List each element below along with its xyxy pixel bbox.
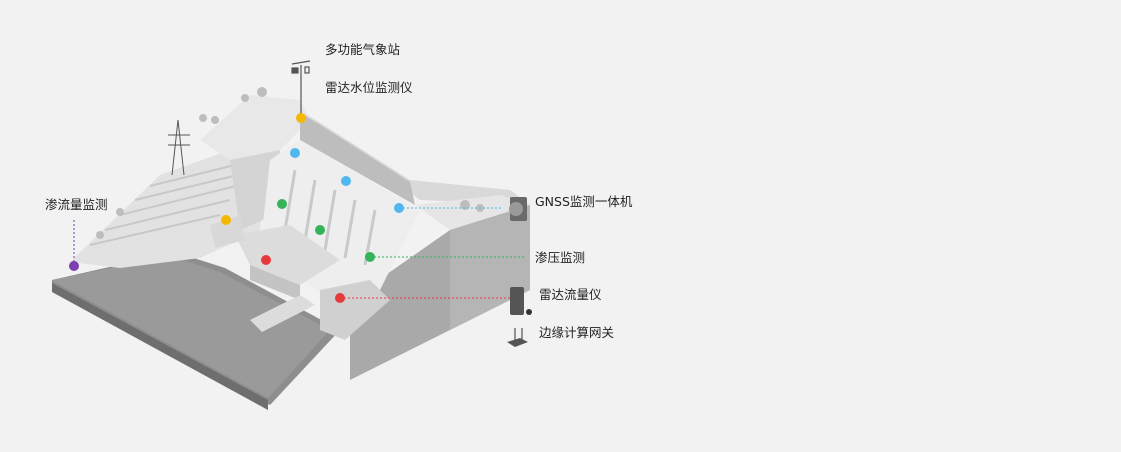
radar-water-level-dot[interactable] xyxy=(296,113,306,123)
radar-flow-device-icon xyxy=(510,287,532,315)
powerhouse xyxy=(235,225,340,285)
weather-station-label: 多功能气象站 xyxy=(325,42,401,57)
edge-gateway-label: 边缘计算网关 xyxy=(539,325,615,340)
gnss-label: GNSS监测一体机 xyxy=(535,194,633,209)
radar-flow-dot[interactable] xyxy=(261,255,271,265)
seepage-pressure-dot[interactable] xyxy=(277,199,287,209)
seepage-flow-label: 渗流量监测 xyxy=(45,197,108,212)
reservoir-block xyxy=(300,110,530,205)
gnss-dot[interactable] xyxy=(394,203,404,213)
gnss-dot[interactable] xyxy=(341,176,351,186)
radar-flow-label: 雷达流量仪 xyxy=(539,287,602,302)
radar-water-level-label: 雷达水位监测仪 xyxy=(325,80,413,95)
seepage-pressure-dot[interactable] xyxy=(365,252,375,262)
gnss-device-icon xyxy=(509,197,527,221)
gnss-dot[interactable] xyxy=(290,148,300,158)
seepage-flow-dot[interactable] xyxy=(69,261,79,271)
radar-flow-dot[interactable] xyxy=(335,293,345,303)
radar-water-level-dot[interactable] xyxy=(221,215,231,225)
seepage-pressure-dot[interactable] xyxy=(315,225,325,235)
weather-station-icon xyxy=(291,60,311,118)
seepage-pressure-label: 渗压监测 xyxy=(535,250,586,265)
power-pylon-icon xyxy=(168,119,190,176)
edge-gateway-icon xyxy=(507,328,528,347)
